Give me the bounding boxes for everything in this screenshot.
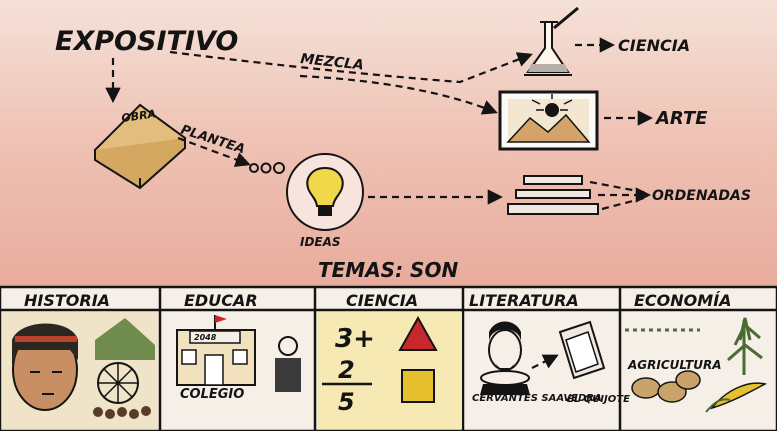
categories-band: HISTORIA EDUCAR CIENCIA LITERATURA ECONO… [0,285,777,431]
school-sign-label: 2048 [194,333,217,342]
category-title-literatura: LITERATURA [469,291,579,310]
math-denominator: 5 [338,388,355,416]
category-title-ciencia: CIENCIA [346,291,418,310]
arrow-cervantes-quijote [531,354,559,369]
science-panel [317,312,462,429]
arte-node-label: ARTE [654,108,708,129]
historia-illustration [2,312,158,429]
mezcla-label: MEZCLA [300,51,365,74]
obra-label: OBRA [121,107,157,125]
agriculture-illustration [625,317,768,413]
expositivo-title: EXPOSITIVO [55,26,238,57]
ciencia-node-label: CIENCIA [618,36,690,55]
cervantes-caption: CERVANTES SAAVEDRA [472,393,602,404]
school-illustration [176,315,301,392]
flask-icon [524,6,579,76]
ideas-label: IDEAS [300,235,341,249]
agricultura-caption: AGRICULTURA [627,358,722,372]
arrow-mezcla-ciencia [169,50,533,84]
colegio-caption: COLEGIO [180,387,244,402]
triangle-icon [398,315,438,351]
cervantes-portrait [480,321,530,395]
book-icon [93,103,187,190]
book-quijote-icon [558,320,606,380]
arrow-blocks-3 [601,195,649,211]
cervantes-caption-text: CERVANTES SAAVEDRA [472,393,602,404]
arrow-mezcla-arte [299,74,498,115]
ordenadas-label: ORDENADAS [652,188,751,204]
stacked-blocks-icon [507,175,599,215]
quijote-caption: EL QUIJOTE [567,394,630,405]
math-numerator: 2 [338,356,355,384]
category-title-economia: ECONOMÍA [634,291,732,310]
temas-label: TEMAS: SON [318,258,458,282]
bubbles-icon [249,162,285,174]
lightbulb-icon [286,153,364,231]
painting-icon [498,90,599,151]
arrow-plantea [177,136,251,167]
square-icon [401,369,435,403]
category-title-historia: HISTORIA [24,291,110,310]
category-title-educar: EDUCAR [184,291,258,310]
math-top: 3+ [335,324,375,354]
